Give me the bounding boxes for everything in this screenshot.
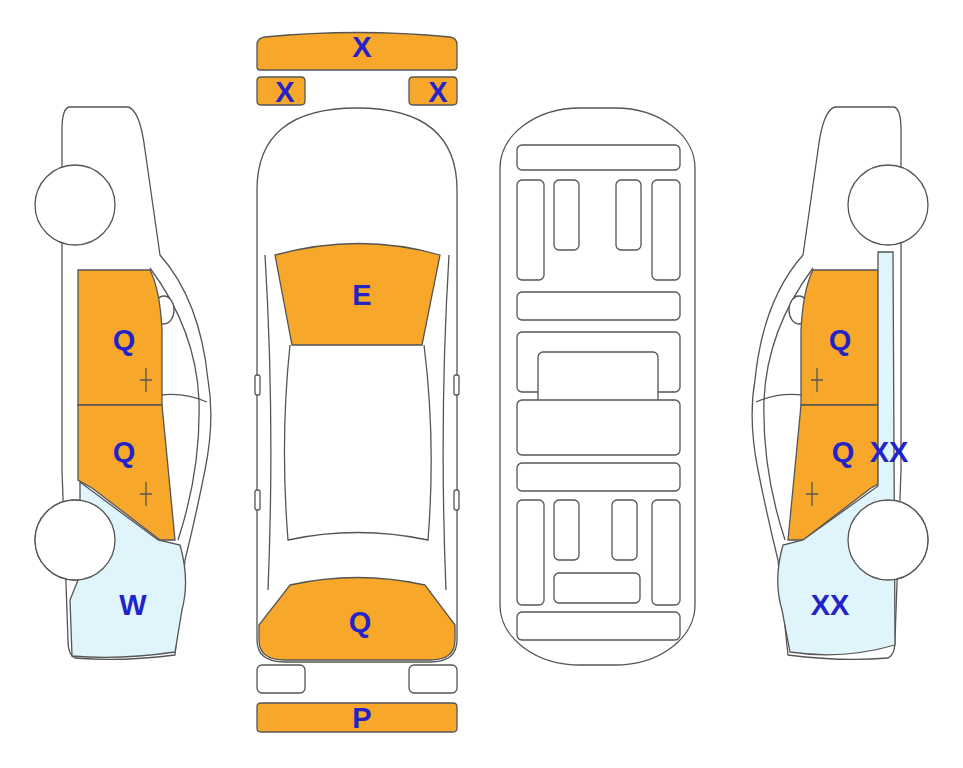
damage-code: X <box>275 78 294 107</box>
fender-panel: XX XX <box>768 248 931 663</box>
damage-code: Q <box>113 326 136 355</box>
damage-code: W <box>119 591 146 620</box>
bumper-panel: X <box>254 28 460 73</box>
damage-code: Q <box>829 326 852 355</box>
damage-code: X <box>352 33 371 62</box>
door-panel: Q <box>75 266 167 408</box>
corner-panel: X <box>406 74 461 108</box>
fender-panel: W <box>30 478 195 662</box>
windshield-panel: E <box>270 236 445 348</box>
top-view <box>255 108 459 693</box>
damage-code: P <box>352 704 371 733</box>
door-panel: Q <box>797 266 881 408</box>
damage-code: Q <box>113 438 136 467</box>
panel-shape <box>30 478 195 662</box>
bumper-panel: P <box>254 700 460 736</box>
side-view <box>35 107 211 659</box>
damage-code: X <box>428 78 447 107</box>
damage-code: Q <box>349 608 372 637</box>
underside-view <box>500 108 695 665</box>
damage-code: Q <box>832 438 855 467</box>
corner-panel: X <box>254 74 309 108</box>
damage-code: XX <box>811 591 850 620</box>
side-view <box>752 107 928 659</box>
damage-code: XX <box>870 438 909 467</box>
trunk-panel: Q <box>256 572 458 663</box>
damage-code: E <box>352 281 371 310</box>
